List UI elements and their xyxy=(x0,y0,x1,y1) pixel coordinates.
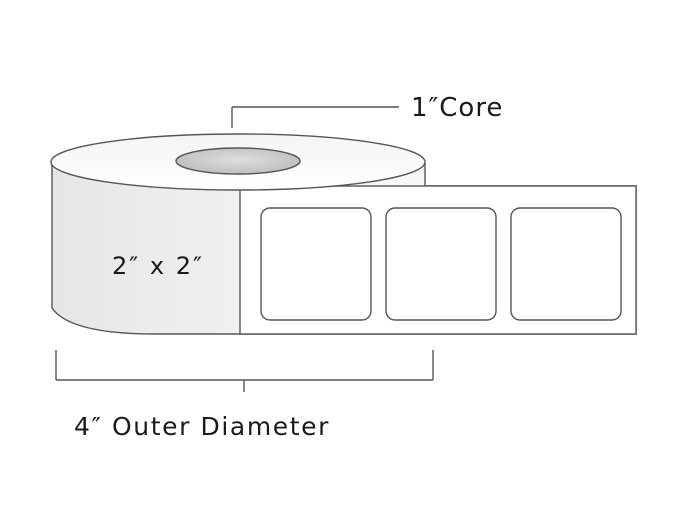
label-blank xyxy=(385,207,497,321)
outer-diameter-label: 4″ Outer Diameter xyxy=(74,412,331,441)
label-blank xyxy=(260,207,372,321)
core-dimension-line xyxy=(231,106,399,128)
core-hole xyxy=(175,147,301,175)
outer-diameter-dimension-line xyxy=(55,350,434,392)
label-blanks xyxy=(260,207,622,321)
label-blank xyxy=(510,207,622,321)
label-size-text: 2″ x 2″ xyxy=(112,252,204,280)
core-size-label: 1″Core xyxy=(411,93,504,123)
